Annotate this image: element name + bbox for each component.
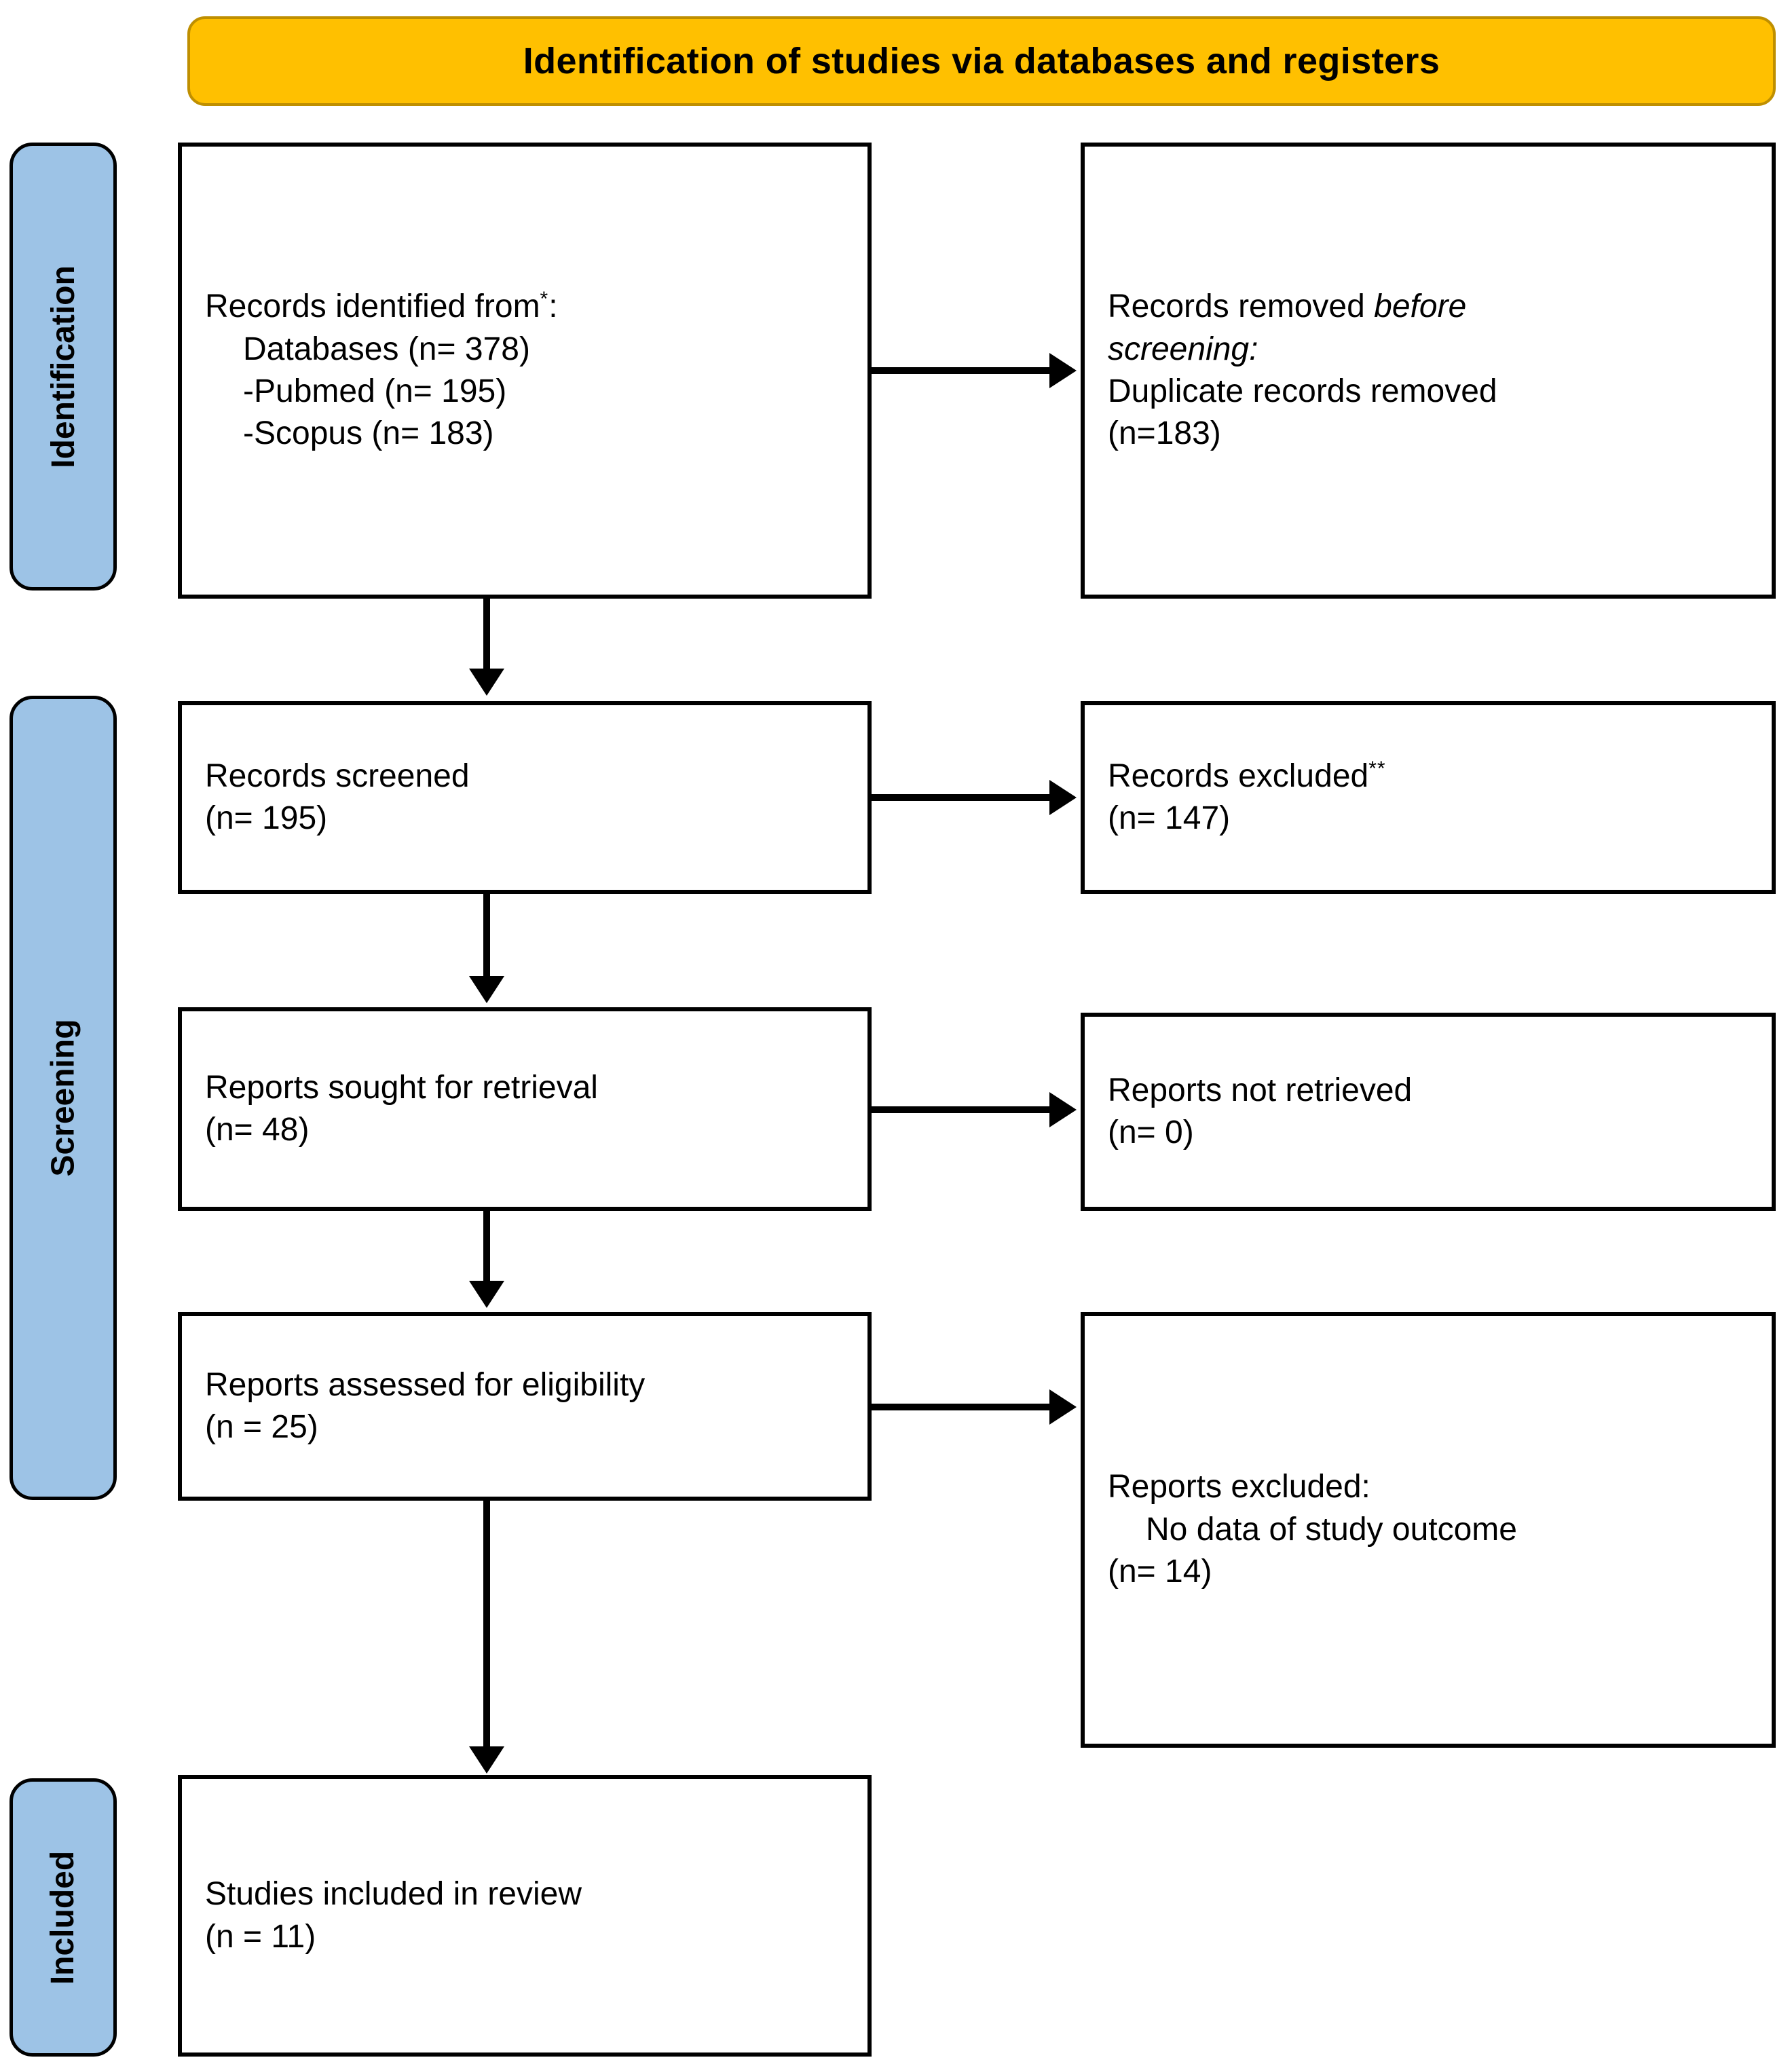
box-reports-excluded: Reports excluded: No data of study outco… xyxy=(1081,1312,1776,1748)
box-records-identified: Records identified from*: Databases (n= … xyxy=(178,143,872,599)
records-removed-italic2: screening: xyxy=(1108,331,1258,367)
arrowhead-identified-to-removed xyxy=(1049,353,1077,388)
stage-identification: Identification xyxy=(10,143,117,591)
footnote-marker-single: * xyxy=(540,288,549,311)
arrowhead-assessed-to-included xyxy=(469,1746,504,1774)
box-reports-sought: Reports sought for retrieval (n= 48) xyxy=(178,1007,872,1211)
studies-included-line2: (n = 11) xyxy=(205,1918,316,1955)
banner-title: Identification of studies via databases … xyxy=(523,41,1440,81)
stage-identification-label: Identification xyxy=(45,265,81,468)
records-removed-line3: Duplicate records removed xyxy=(1108,373,1497,409)
records-screened-line1: Records screened xyxy=(205,757,470,794)
reports-excluded-line1: Reports excluded: xyxy=(1108,1469,1370,1505)
diagram-banner: Identification of studies via databases … xyxy=(187,16,1776,106)
records-identified-pubmed: -Pubmed (n= 195) xyxy=(243,373,507,409)
box-records-identified-text: Records identified from*: Databases (n= … xyxy=(182,286,867,455)
arrowhead-sought-to-not-retrieved xyxy=(1049,1092,1077,1127)
records-identified-line1: Records identified from xyxy=(205,288,540,325)
records-removed-line1: Records removed xyxy=(1108,288,1375,325)
arrowhead-screened-to-sought xyxy=(469,976,504,1003)
box-reports-assessed-text: Reports assessed for eligibility (n = 25… xyxy=(182,1364,867,1449)
arrowhead-identified-to-screened xyxy=(469,669,504,696)
footnote-marker-double: ** xyxy=(1368,757,1386,780)
box-studies-included: Studies included in review (n = 11) xyxy=(178,1775,872,2057)
box-records-excluded-text: Records excluded** (n= 147) xyxy=(1085,755,1772,840)
box-studies-included-text: Studies included in review (n = 11) xyxy=(182,1873,867,1958)
reports-not-retrieved-line1: Reports not retrieved xyxy=(1108,1072,1413,1108)
records-removed-italic1: before xyxy=(1374,288,1467,325)
connector-screened-to-excluded xyxy=(872,794,1053,801)
reports-sought-line1: Reports sought for retrieval xyxy=(205,1069,598,1106)
reports-not-retrieved-line2: (n= 0) xyxy=(1108,1114,1194,1150)
box-records-screened-text: Records screened (n= 195) xyxy=(182,755,867,840)
studies-included-line1: Studies included in review xyxy=(205,1876,582,1913)
connector-assessed-to-excluded xyxy=(872,1404,1053,1410)
connector-assessed-to-included xyxy=(483,1501,490,1752)
records-excluded-line1: Records excluded xyxy=(1108,757,1369,794)
box-records-removed-text: Records removed before screening: Duplic… xyxy=(1085,286,1772,455)
stage-included: Included xyxy=(10,1778,117,2057)
box-records-removed: Records removed before screening: Duplic… xyxy=(1081,143,1776,599)
box-reports-excluded-text: Reports excluded: No data of study outco… xyxy=(1085,1466,1772,1593)
box-reports-assessed: Reports assessed for eligibility (n = 25… xyxy=(178,1312,872,1501)
reports-sought-line2: (n= 48) xyxy=(205,1112,310,1148)
box-reports-sought-text: Reports sought for retrieval (n= 48) xyxy=(182,1067,867,1152)
reports-assessed-line1: Reports assessed for eligibility xyxy=(205,1366,646,1403)
arrowhead-screened-to-excluded xyxy=(1049,780,1077,815)
records-identified-databases: Databases (n= 378) xyxy=(243,331,530,367)
box-records-screened: Records screened (n= 195) xyxy=(178,701,872,894)
records-identified-colon: : xyxy=(548,288,558,325)
box-records-excluded: Records excluded** (n= 147) xyxy=(1081,701,1776,894)
connector-identified-to-removed xyxy=(872,367,1053,374)
stage-included-label: Included xyxy=(45,1850,81,1985)
stage-screening-label: Screening xyxy=(45,1019,81,1177)
box-reports-not-retrieved-text: Reports not retrieved (n= 0) xyxy=(1085,1070,1772,1155)
records-screened-line2: (n= 195) xyxy=(205,800,328,836)
reports-assessed-line2: (n = 25) xyxy=(205,1409,318,1445)
records-excluded-line2: (n= 147) xyxy=(1108,800,1231,836)
connector-sought-to-not-retrieved xyxy=(872,1106,1053,1113)
reports-excluded-line2: No data of study outcome xyxy=(1146,1511,1517,1548)
reports-excluded-line3: (n= 14) xyxy=(1108,1554,1212,1590)
box-reports-not-retrieved: Reports not retrieved (n= 0) xyxy=(1081,1013,1776,1211)
records-identified-scopus: -Scopus (n= 183) xyxy=(243,415,494,452)
connector-screened-to-sought xyxy=(483,894,490,981)
records-removed-line4: (n=183) xyxy=(1108,415,1221,452)
stage-screening: Screening xyxy=(10,696,117,1500)
arrowhead-assessed-to-excluded xyxy=(1049,1389,1077,1425)
arrowhead-sought-to-assessed xyxy=(469,1281,504,1308)
connector-identified-to-screened xyxy=(483,599,490,673)
connector-sought-to-assessed xyxy=(483,1211,490,1286)
